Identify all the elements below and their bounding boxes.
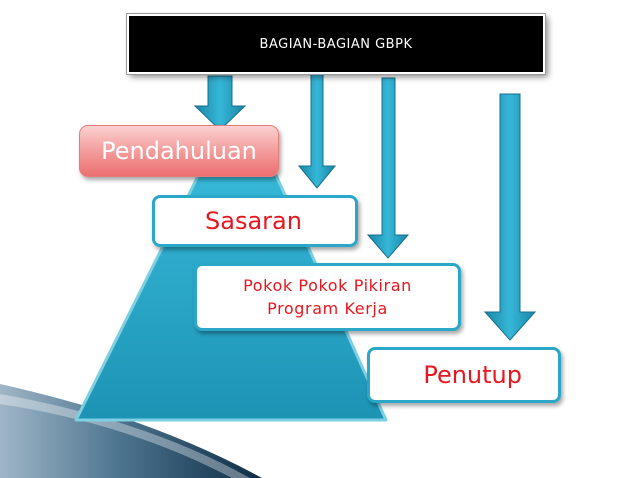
penutup-box: Penutup xyxy=(367,347,561,403)
title-text: BAGIAN-BAGIAN GBPK xyxy=(259,36,413,52)
arrow-down-icon xyxy=(483,93,537,341)
arrow-down-icon xyxy=(193,75,247,131)
sasaran-label: Sasaran xyxy=(205,207,302,235)
swoosh-decoration xyxy=(0,384,262,478)
program-kerja-label: Program Kerja xyxy=(267,299,388,318)
pendahuluan-label: Pendahuluan xyxy=(101,137,257,165)
sasaran-box: Sasaran xyxy=(152,195,358,247)
pendahuluan-box: Pendahuluan xyxy=(79,125,279,177)
pokok-pikiran-box: Pokok Pokok Pikiran Program Kerja xyxy=(194,263,461,331)
arrow-down-icon xyxy=(366,77,410,259)
arrow-down-icon xyxy=(297,73,337,189)
title-box: BAGIAN-BAGIAN GBPK xyxy=(127,14,545,74)
pokok-pikiran-label: Pokok Pokok Pikiran xyxy=(243,276,412,295)
penutup-label: Penutup xyxy=(423,361,522,389)
swoosh-highlight xyxy=(0,394,250,478)
